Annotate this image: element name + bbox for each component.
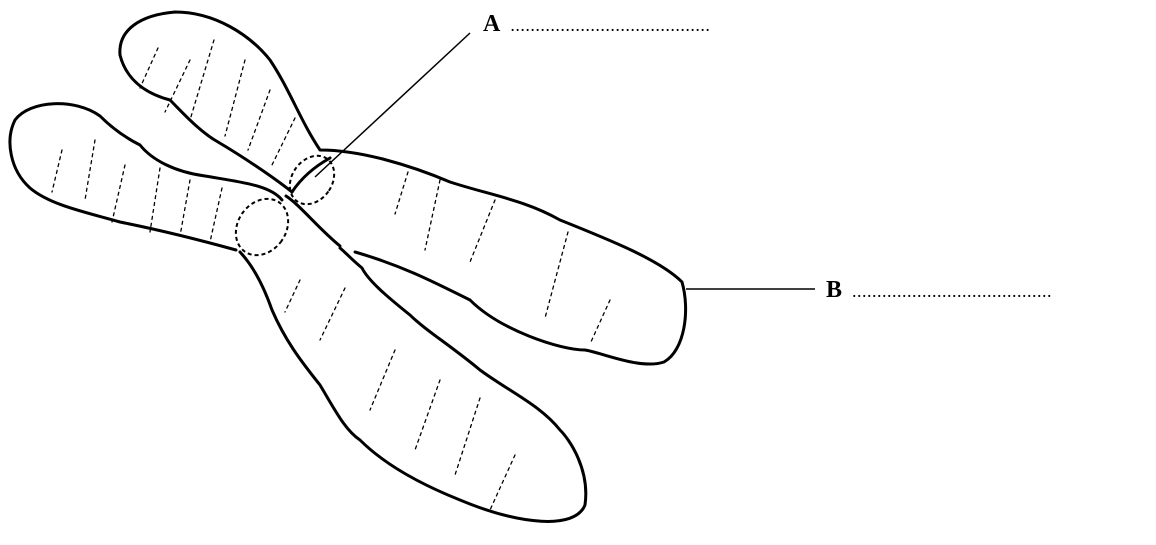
centromere-upper-ellipse xyxy=(281,147,344,213)
chromatid-upper-left-arm-outline xyxy=(10,104,282,250)
label-b-letter: B xyxy=(826,278,842,302)
leader-line-a xyxy=(315,33,470,177)
label-b: B ......................................… xyxy=(826,278,1052,302)
label-a-letter: A xyxy=(483,12,500,36)
chromosome-bands xyxy=(52,40,610,510)
label-a-answer-line[interactable]: ........................................ xyxy=(510,16,710,34)
chromatid-junction-outline xyxy=(286,158,340,246)
label-a: A ......................................… xyxy=(483,12,710,36)
label-b-answer-line[interactable]: ........................................ xyxy=(852,282,1052,300)
chromatid-lower-arm-outline xyxy=(240,248,586,521)
centromere-lower-ellipse xyxy=(225,189,299,266)
